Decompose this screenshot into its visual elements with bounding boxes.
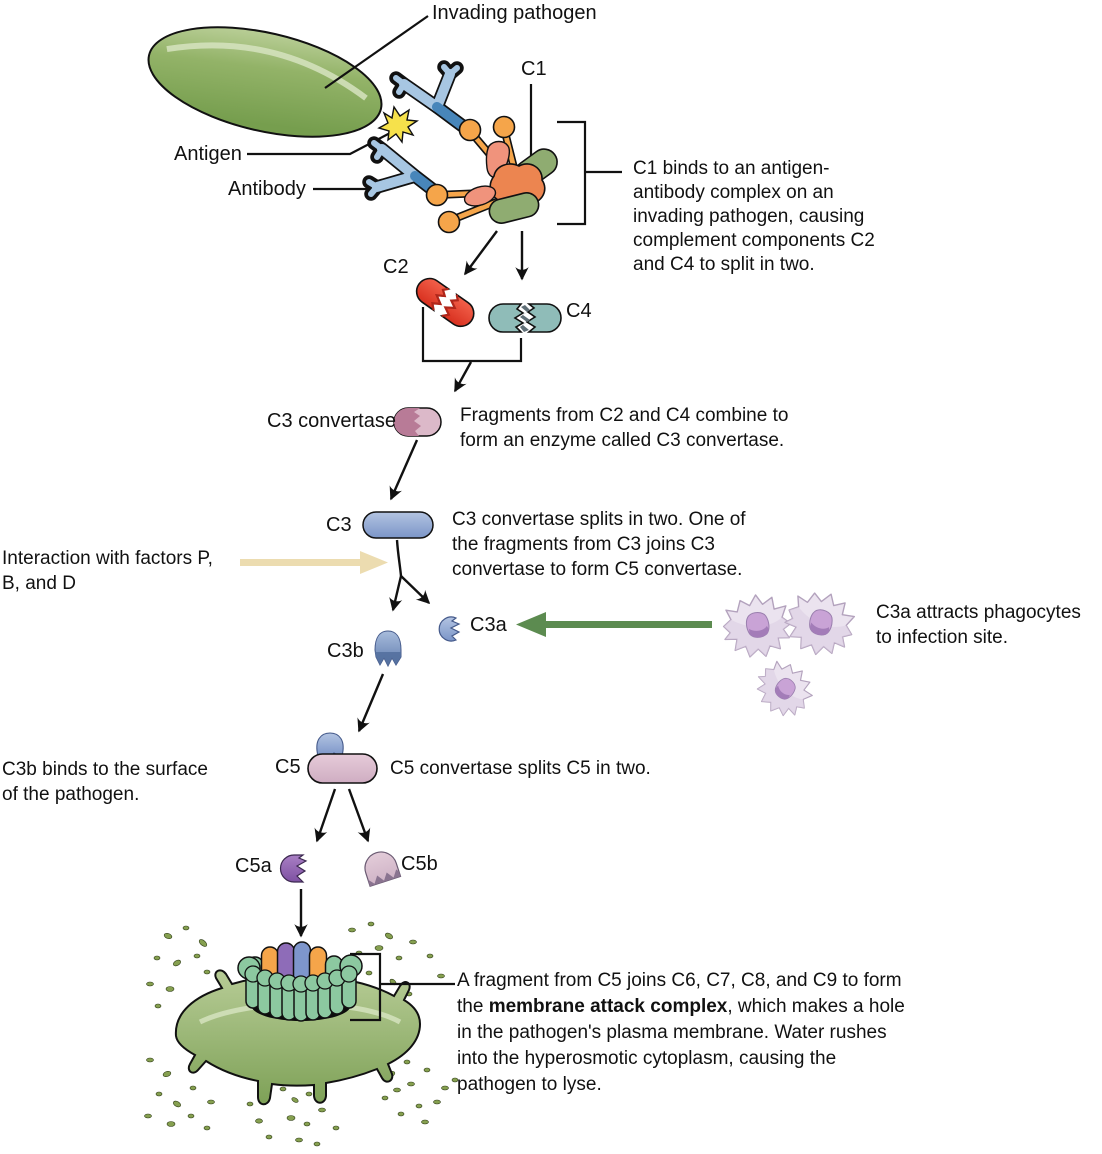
arrow-to-c3b [389,575,403,612]
c3-icon [362,511,434,539]
c3b-icon [374,630,402,668]
annotation-c3b-binds: C3b binds to the surface of the pathogen… [2,759,208,805]
c5-convertase-icon [307,732,378,784]
arrow-to-c3convertase [453,361,473,393]
c3a-icon [438,616,461,642]
invading-pathogen-cell [147,26,383,138]
c2c4-bracket [421,307,523,363]
invading-pathogen-leader [324,15,429,89]
arrow-to-c3 [389,439,419,501]
c1-complex [425,115,558,234]
c1-orange-heads [425,115,516,234]
debris-specks [144,921,459,1147]
annotation-mac-bold: membrane attack complex [488,996,728,1017]
c3-convertase-icon [393,407,442,437]
label-c5a: C5a [235,855,272,877]
factors-arrow [240,551,388,574]
label-invading-pathogen: Invading pathogen [432,2,597,24]
c1-salmon-subunit [463,185,497,207]
label-c3b: C3b [327,640,364,662]
phagocyte-arrow [516,612,712,637]
annotation-mac-pre: A fragment from C5 joins C6, C7, C8, and… [457,970,902,1017]
arrow-to-c3a [400,575,431,605]
phagocyte-cells [720,582,863,727]
antigen-star-icon [377,105,420,144]
arrow-c5-to-c5b [347,788,371,843]
label-c3: C3 [326,514,352,536]
label-c1: C1 [521,58,547,80]
annotation-c5-splits: C5 convertase splits C5 in two. [390,758,651,779]
label-c4: C4 [566,300,592,322]
arrow-c1-to-c2 [464,230,498,276]
annotation-mac: A fragment from C5 joins C6, C7, C8, and… [457,968,937,1098]
c4-fragment-icon [488,303,562,333]
label-antibody: Antibody [228,178,306,200]
arrow-c3b-to-c5 [357,673,385,733]
antibody-icon-lower [362,136,444,201]
label-c5b: C5b [401,853,438,875]
annotation-interaction-factors: Interaction with factors P, B, and D [2,548,213,594]
lysing-pathogen-cell [144,921,459,1147]
c1-bracket [557,120,622,226]
annotation-fragments-combine: Fragments from C2 and C4 combine to form… [460,405,789,451]
c1-green-subunit [488,192,540,224]
label-c2: C2 [383,256,409,278]
label-c3a: C3a [470,614,507,636]
annotation-mac-post: , which makes a hole in the pathogen's p… [457,996,905,1095]
arrow-c5-to-c5a [314,788,337,843]
label-antigen: Antigen [174,143,242,165]
membrane-attack-complex [237,941,363,1022]
mac-bracket [350,952,455,1022]
annotation-c1-binds: C1 binds to an antigen- antibody complex… [633,158,875,275]
c5a-icon [279,854,308,883]
annotation-c3a-attracts: C3a attracts phagocytes to infection sit… [876,602,1081,648]
annotation-c3-splits: C3 convertase splits in two. One of the … [452,509,746,580]
c5b-icon [364,851,402,888]
c3-branch-stem [395,539,403,577]
label-c5: C5 [275,756,301,778]
label-c3-convertase: C3 convertase [267,410,396,432]
c2-fragment-icon [415,277,475,328]
